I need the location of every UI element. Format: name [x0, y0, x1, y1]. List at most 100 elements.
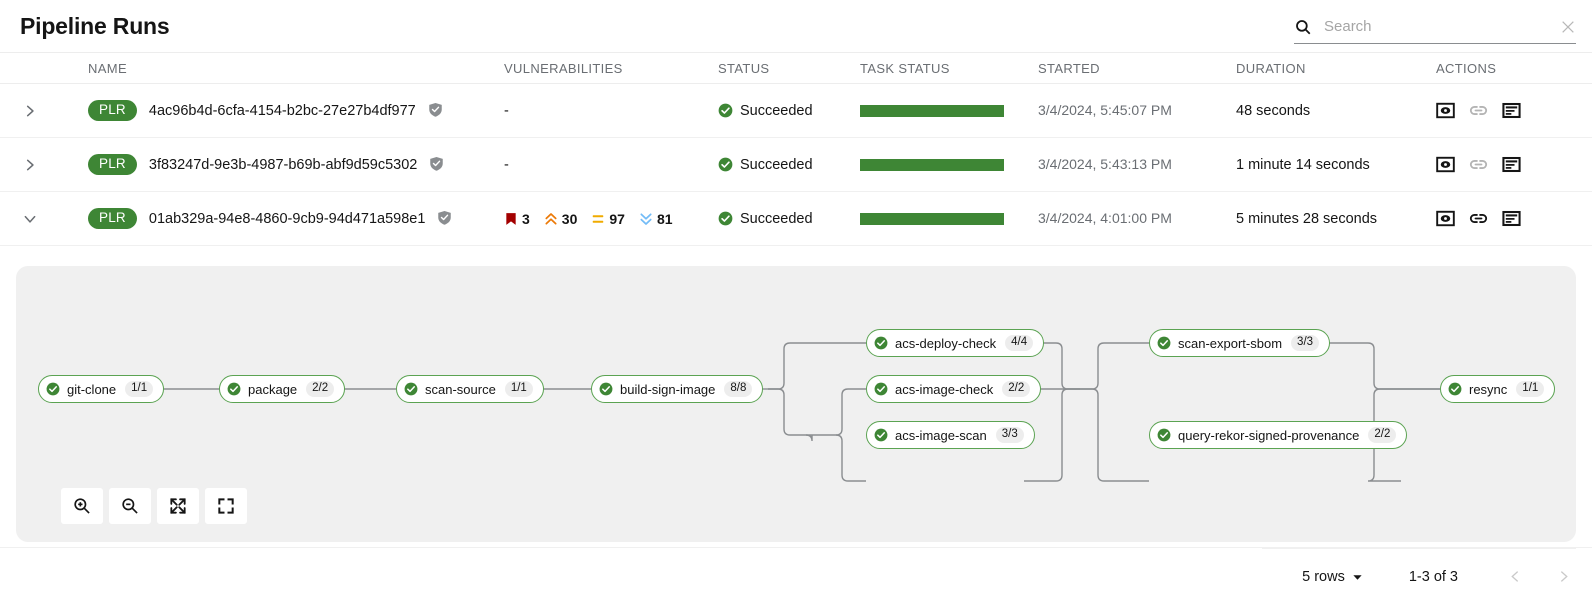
link-icon[interactable]	[1469, 101, 1488, 120]
row-expand-toggle[interactable]	[0, 158, 60, 172]
vulnerability-medium-count: 97	[609, 210, 625, 227]
run-name-link[interactable]: 4ac96b4d-6cfa-4154-b2bc-27e27b4df977	[148, 102, 416, 119]
graph-node-label: package	[248, 381, 298, 397]
column-header-actions: ACTIONS	[1436, 60, 1497, 76]
logs-icon[interactable]	[1502, 209, 1521, 228]
search-icon	[1294, 18, 1312, 36]
graph-node-label: git-clone	[67, 381, 117, 397]
run-name-cell: PLR 01ab329a-94e8-4860-9cb9-94d471a598e1	[60, 208, 504, 229]
column-header-status: STATUS	[718, 60, 770, 76]
vulnerability-high: 30	[544, 211, 577, 227]
graph-node-label: acs-image-check	[895, 381, 994, 397]
task-progress-bar	[860, 158, 1004, 171]
success-check-icon	[1157, 336, 1171, 350]
task-status-cell	[860, 104, 1038, 117]
close-icon[interactable]	[1560, 19, 1576, 35]
run-type-badge: PLR	[88, 154, 137, 175]
graph-node-label: scan-source	[425, 381, 496, 397]
status-label: Succeeded	[740, 156, 813, 173]
task-status-cell	[860, 158, 1038, 171]
chevron-right-icon[interactable]	[23, 104, 37, 118]
column-header-vulnerabilities: VULNERABILITIES	[504, 60, 623, 76]
chevron-down-icon	[1352, 571, 1363, 582]
graph-node-count: 3/3	[1291, 335, 1320, 351]
fit-view-button[interactable]	[157, 488, 199, 524]
table-row: PLR 01ab329a-94e8-4860-9cb9-94d471a598e1 3…	[0, 192, 1592, 246]
status-cell: Succeeded	[718, 157, 860, 173]
graph-node-label: build-sign-image	[620, 381, 716, 397]
task-progress-bar	[860, 104, 1004, 117]
rows-per-page-label: 5 rows	[1302, 568, 1345, 585]
pagination: 5 rows 1-3 of 3	[1262, 548, 1576, 604]
success-check-icon	[46, 382, 60, 396]
success-check-icon	[404, 382, 418, 396]
graph-node-count: 2/2	[1002, 381, 1031, 397]
graph-node-count: 2/2	[1368, 427, 1397, 443]
graph-node-package[interactable]: package 2/2	[219, 375, 346, 403]
success-check-icon	[718, 103, 733, 118]
link-icon[interactable]	[1469, 155, 1488, 174]
graph-node-build-sign-image[interactable]: build-sign-image 8/8	[591, 375, 764, 403]
row-expand-toggle[interactable]	[0, 104, 60, 118]
duration-cell: 1 minute 14 seconds	[1236, 157, 1436, 173]
search-input[interactable]	[1324, 18, 1560, 35]
success-check-icon	[874, 428, 888, 442]
success-check-icon	[718, 211, 733, 226]
view-output-icon[interactable]	[1436, 101, 1455, 120]
run-type-badge: PLR	[88, 100, 137, 121]
row-expand-toggle[interactable]	[0, 212, 60, 226]
graph-node-count: 1/1	[125, 381, 154, 397]
vulnerability-medium: 97	[591, 211, 625, 227]
graph-node-count: 8/8	[724, 381, 753, 397]
success-check-icon	[1157, 428, 1171, 442]
duration-cell: 5 minutes 28 seconds	[1236, 211, 1436, 227]
graph-node-count: 4/4	[1005, 335, 1034, 351]
task-progress-bar	[860, 212, 1004, 225]
duration-cell: 48 seconds	[1236, 103, 1436, 119]
vulnerabilities-cell: -	[504, 157, 718, 173]
view-output-icon[interactable]	[1436, 155, 1455, 174]
status-label: Succeeded	[740, 102, 813, 119]
graph-node-count: 2/2	[306, 381, 335, 397]
success-check-icon	[718, 157, 733, 172]
column-header-duration: DURATION	[1236, 60, 1306, 76]
verified-shield-icon	[429, 156, 444, 173]
run-name-link[interactable]: 3f83247d-9e3b-4987-b69b-abf9d59c5302	[148, 156, 418, 173]
view-output-icon[interactable]	[1436, 209, 1455, 228]
zoom-out-button[interactable]	[109, 488, 151, 524]
next-page-button[interactable]	[1550, 564, 1576, 590]
status-cell: Succeeded	[718, 211, 860, 227]
verified-shield-icon	[437, 210, 452, 227]
logs-icon[interactable]	[1502, 155, 1521, 174]
run-type-badge: PLR	[88, 208, 137, 229]
graph-node-label: resync	[1469, 381, 1508, 397]
chevron-right-icon[interactable]	[23, 158, 37, 172]
logs-icon[interactable]	[1502, 101, 1521, 120]
success-check-icon	[874, 336, 888, 350]
link-icon[interactable]	[1469, 209, 1488, 228]
graph-node-git-clone[interactable]: git-clone 1/1	[38, 375, 165, 403]
status-label: Succeeded	[740, 210, 813, 227]
reset-view-button[interactable]	[205, 488, 247, 524]
success-check-icon	[599, 382, 613, 396]
success-check-icon	[1448, 382, 1462, 396]
search-bar[interactable]	[1294, 10, 1576, 44]
previous-page-button[interactable]	[1502, 564, 1528, 590]
pipeline-runs-table: NAME VULNERABILITIES STATUS TASK STATUS …	[0, 52, 1592, 246]
zoom-in-button[interactable]	[61, 488, 103, 524]
vulnerability-low: 81	[639, 211, 673, 227]
run-name-link[interactable]: 01ab329a-94e8-4860-9cb9-94d471a598e1	[148, 210, 426, 227]
graph-node-acs-image-check[interactable]: acs-image-check 2/2	[866, 375, 1042, 403]
chevron-down-icon[interactable]	[23, 212, 37, 226]
graph-node-count: 3/3	[995, 427, 1024, 443]
started-cell: 3/4/2024, 4:01:00 PM	[1038, 210, 1236, 227]
rows-per-page-select[interactable]: 5 rows	[1302, 569, 1363, 585]
